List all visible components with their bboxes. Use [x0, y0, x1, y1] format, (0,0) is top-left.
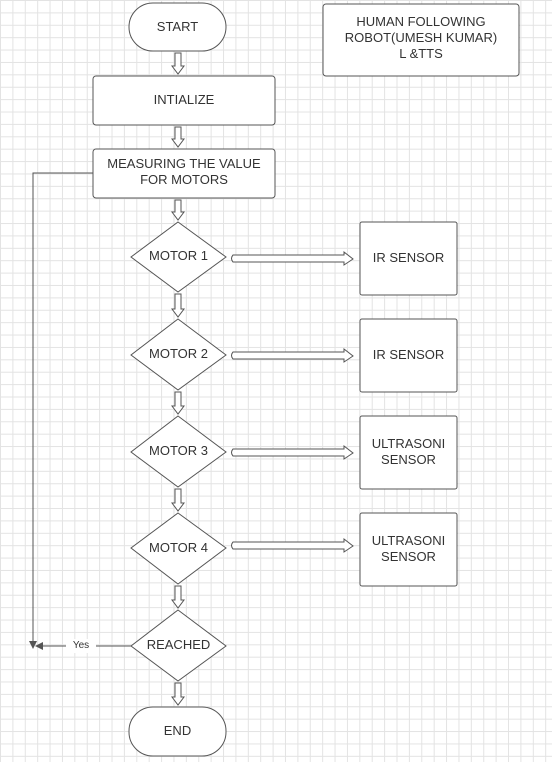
flow-arrow-measure-motor1: [171, 199, 185, 221]
sensor3-line-1: ULTRASONI: [371, 436, 446, 451]
yes-label: Yes: [66, 639, 96, 653]
flow-arrow-reached-end: [171, 682, 185, 706]
sensor-arrow-3: [231, 444, 354, 460]
sensor-arrow-1: [231, 250, 354, 266]
motor2-label: MOTOR 2: [149, 346, 208, 361]
reached-label: REACHED: [146, 637, 211, 652]
sensor-arrow-4: [231, 537, 354, 553]
sensor4-label: ULTRASONI SENSOR: [360, 513, 457, 585]
sensor2-label: IR SENSOR: [372, 347, 445, 362]
measure-line-2: FOR MOTORS: [140, 172, 228, 187]
start-label: START: [156, 19, 199, 34]
measure-line-1: MEASURING THE VALUE: [107, 156, 261, 171]
sensor3-box[interactable]: [359, 415, 458, 490]
sensor1-box[interactable]: [359, 221, 458, 296]
flow-arrow-initialize-measure: [171, 126, 185, 148]
title-line-2: ROBOT(UMESH KUMAR): [344, 30, 498, 45]
loop-connector-measure: [29, 172, 93, 649]
motor4-decision[interactable]: [130, 512, 227, 585]
flow-arrow-motor3-motor4: [171, 488, 185, 512]
title-text: HUMAN FOLLOWING ROBOT(UMESH KUMAR) L &TT…: [323, 4, 519, 72]
title-line-3: L &TTS: [399, 46, 443, 61]
sensor3-label: ULTRASONI SENSOR: [360, 416, 457, 488]
motor2-decision[interactable]: [130, 318, 227, 391]
motor3-label: MOTOR 3: [149, 443, 208, 458]
initialize-process[interactable]: [92, 75, 276, 126]
flow-arrow-start-initialize: [171, 52, 185, 75]
motor3-decision[interactable]: [130, 415, 227, 488]
end-label: END: [163, 722, 192, 738]
motor4-label: MOTOR 4: [149, 540, 208, 555]
motor1-decision[interactable]: [130, 221, 227, 293]
start-terminal[interactable]: [128, 2, 227, 52]
initialize-label: INTIALIZE: [153, 91, 215, 107]
sensor1-label: IR SENSOR: [372, 250, 445, 265]
reached-decision[interactable]: [130, 609, 227, 682]
sensor2-box[interactable]: [359, 318, 458, 393]
title-line-1: HUMAN FOLLOWING: [356, 14, 486, 29]
sensor4-line-1: ULTRASONI: [371, 533, 446, 548]
sensor4-box[interactable]: [359, 512, 458, 587]
title-box[interactable]: [322, 3, 520, 77]
sensor-arrow-2: [231, 347, 354, 363]
flow-arrow-motor4-reached: [171, 585, 185, 609]
flow-arrow-motor1-motor2: [171, 293, 185, 318]
motor1-label: MOTOR 1: [149, 248, 208, 263]
measure-label: MEASURING THE VALUE FOR MOTORS: [93, 149, 275, 195]
end-terminal[interactable]: [128, 706, 227, 757]
flow-arrow-motor2-motor3: [171, 391, 185, 415]
sensor4-line-2: SENSOR: [381, 549, 436, 564]
sensor3-line-2: SENSOR: [381, 452, 436, 467]
